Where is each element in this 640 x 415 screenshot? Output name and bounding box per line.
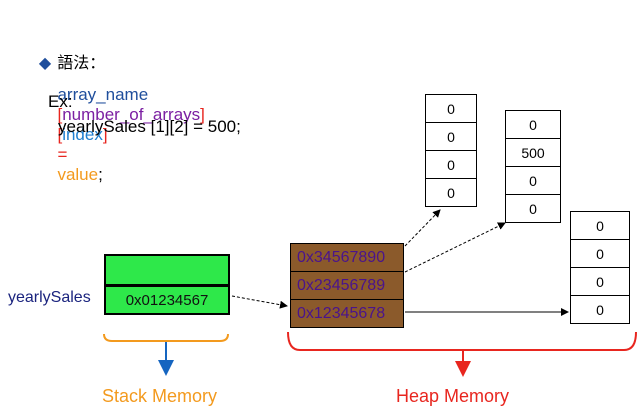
syntax-bracket: ] xyxy=(102,125,108,144)
syntax-semicolon: ; xyxy=(98,165,103,184)
syntax-bracket: [ xyxy=(57,125,63,144)
array-cell: 500 xyxy=(505,138,561,167)
syntax-dim2: index xyxy=(62,125,103,144)
array-cell: 0 xyxy=(425,150,477,179)
array-cell: 0 xyxy=(570,295,630,324)
arrow-heap-to-array2 xyxy=(404,222,506,273)
arrow-stack-to-heap xyxy=(231,295,288,309)
diamond-icon: ◆ xyxy=(38,55,52,72)
array-cell: 0 xyxy=(505,166,561,195)
example-code: yearlySales [1][2] = 500; xyxy=(58,117,241,136)
syntax-dim1: number_of_arrays xyxy=(62,105,201,124)
heap-brace xyxy=(287,331,637,351)
syntax-bracket: [ xyxy=(57,105,63,124)
array-cell: 0 xyxy=(570,267,630,296)
heap-pointer-cell: 0x34567890 xyxy=(290,243,404,272)
stack-frame-top xyxy=(104,254,230,286)
heading-text: 語法： xyxy=(57,55,106,72)
arrow-heap-to-array1 xyxy=(404,209,441,247)
heap-pointer-cell: 0x23456789 xyxy=(290,271,404,300)
syntax-bracket: ] xyxy=(200,105,205,124)
array-cell: 0 xyxy=(505,194,561,223)
example-label: Ex: xyxy=(48,92,73,111)
array-cell: 0 xyxy=(570,211,630,240)
syntax-value: value xyxy=(57,165,99,184)
stack-brace xyxy=(103,333,229,342)
array-cell: 0 xyxy=(570,239,630,268)
syntax-equals: = xyxy=(57,145,68,164)
syntax-line: array_name [number_of_arrays] [index] = … xyxy=(48,65,205,185)
section-heading: ◆ 語法： xyxy=(30,34,105,74)
stack-memory-caption: Stack Memory xyxy=(102,386,218,406)
array-cell: 0 xyxy=(425,94,477,123)
syntax-array-name: array_name xyxy=(57,85,149,104)
array-cell: 0 xyxy=(425,122,477,151)
array-cell: 0 xyxy=(425,178,477,207)
array-cell: 0 xyxy=(505,110,561,139)
stack-address-cell: 0x01234567 xyxy=(104,285,230,315)
heap-pointer-cell: 0x12345678 xyxy=(290,299,404,328)
variable-label: yearlySales xyxy=(8,289,91,306)
heap-memory-caption: Heap Memory xyxy=(396,386,510,406)
